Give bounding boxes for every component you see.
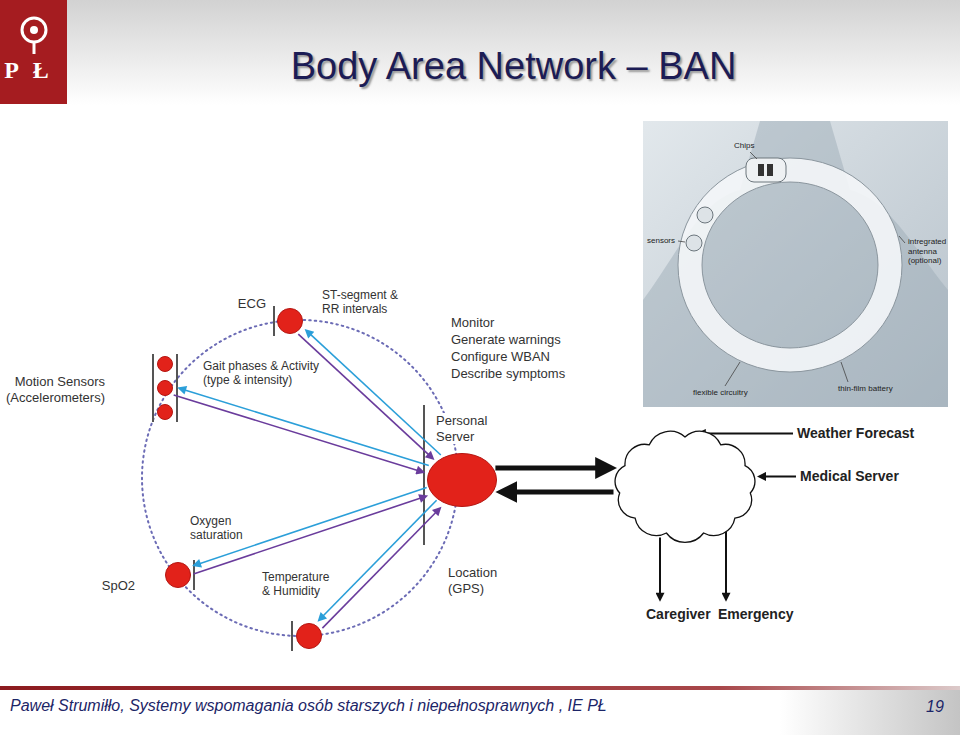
- function-item: Configure WBAN: [451, 349, 550, 365]
- sensor-dot: Temperature & Humidity: [296, 623, 322, 649]
- edge-label: Oxygen saturation: [190, 514, 250, 543]
- sensor-pad: [697, 207, 713, 223]
- torso-silhouette: [643, 121, 948, 407]
- node-shape: [277, 308, 303, 334]
- leader-line: [678, 241, 685, 242]
- signal-arrow: [309, 333, 441, 455]
- leader-line: [725, 362, 740, 386]
- slide-title: Body Area Network – BAN: [67, 44, 960, 90]
- node-label: Personal Server: [436, 413, 494, 444]
- footer-corner: [780, 690, 960, 735]
- signal-arrow: [197, 488, 427, 565]
- wristband: [690, 170, 890, 360]
- part-label: flexible circuitry: [693, 388, 748, 398]
- node-label: Motion Sensors (Accelerometers): [3, 374, 105, 405]
- wristband-edge: [678, 158, 902, 372]
- logo-emblem: [22, 18, 46, 42]
- wristband-edge: [702, 182, 878, 348]
- node-shape: [610, 428, 760, 544]
- function-item: Generate warnings: [451, 332, 561, 348]
- node-shape: [157, 356, 173, 420]
- body-area-circle: [142, 320, 458, 636]
- sensor-dot-shape: [158, 357, 173, 372]
- chip: [767, 164, 773, 176]
- sensor-dot: ECG: [277, 308, 303, 334]
- antenna-bar: [291, 621, 293, 651]
- page-number: 19: [926, 697, 944, 716]
- footer-rule: [0, 686, 960, 690]
- server-shape: [428, 454, 497, 507]
- signal-arrow: [322, 511, 437, 629]
- sensor-dot-shape: [158, 405, 173, 420]
- photo-ground: [643, 121, 948, 407]
- cloud-shape: [615, 431, 755, 542]
- title-band: [67, 0, 960, 105]
- logo-text: PŁ: [4, 56, 63, 85]
- chip: [758, 164, 764, 176]
- service-node: Caregiver: [644, 605, 713, 624]
- logo-emblem: [33, 43, 36, 54]
- leader-line: [750, 152, 757, 159]
- edge-label: ST-segment & RR intervals: [322, 288, 408, 317]
- leader-line: [899, 236, 905, 243]
- service-node: Weather Forecast: [795, 424, 916, 443]
- sensor-dot-shape: [278, 309, 303, 334]
- logo-block: [0, 0, 67, 104]
- part-label: Chips: [734, 141, 754, 151]
- location-label: Location (GPS): [448, 565, 508, 596]
- service-node: Medical Server: [798, 467, 901, 486]
- antenna-bar: [152, 354, 154, 422]
- sensor-pad: [686, 235, 702, 251]
- leader-line: [841, 362, 848, 382]
- signal-arrow: [298, 334, 430, 456]
- function-item: Monitor: [451, 315, 494, 331]
- node-label: SpO2: [99, 578, 135, 594]
- function-item: Describe symptoms: [451, 366, 565, 382]
- sensor-dot: SpO2: [165, 562, 191, 588]
- part-label: intregrated antenna (optional): [908, 237, 946, 266]
- node-label: ECG: [232, 296, 266, 312]
- node-shape: [296, 623, 322, 649]
- part-label: sensors: [647, 236, 675, 246]
- network-cloud: [610, 428, 760, 544]
- antenna-bar: [273, 306, 275, 336]
- node-shape: [165, 562, 191, 588]
- antenna-bar: [176, 354, 178, 422]
- chip-module: [746, 158, 786, 182]
- node-label: Medical Server: [800, 468, 899, 485]
- signal-arrow: [321, 500, 436, 618]
- service-node: Emergency: [716, 605, 795, 624]
- personal-server: Personal Server: [427, 453, 497, 507]
- part-label: thin-film battery: [838, 384, 893, 394]
- signal-arrow: [509, 490, 614, 495]
- signal-arrow: [659, 538, 661, 597]
- node-shape: [427, 453, 497, 507]
- sensor-group: Motion Sensors (Accelerometers): [157, 356, 173, 420]
- signal-arrow: [495, 466, 604, 471]
- sensor-dot-shape: [158, 381, 173, 396]
- signal-arrow: [174, 395, 420, 471]
- signal-arrow: [725, 531, 727, 596]
- node-label: Temperature & Humidity: [262, 570, 336, 599]
- logo-emblem: [30, 26, 38, 34]
- edge-label: Gait phases & Activity (type & intensity…: [203, 359, 325, 388]
- antenna-bar: [193, 560, 195, 590]
- node-label: Emergency: [718, 606, 793, 623]
- footer-text: Paweł Strumiłło, Systemy wspomagania osó…: [10, 696, 607, 715]
- signal-arrow: [182, 389, 428, 465]
- signal-arrow: [702, 432, 793, 434]
- sensor-dot-shape: [297, 624, 322, 649]
- signal-arrow: [762, 475, 796, 477]
- node-label: Weather Forecast: [797, 425, 914, 442]
- node-label: Caregiver: [646, 606, 711, 623]
- sensor-dot-shape: [166, 563, 191, 588]
